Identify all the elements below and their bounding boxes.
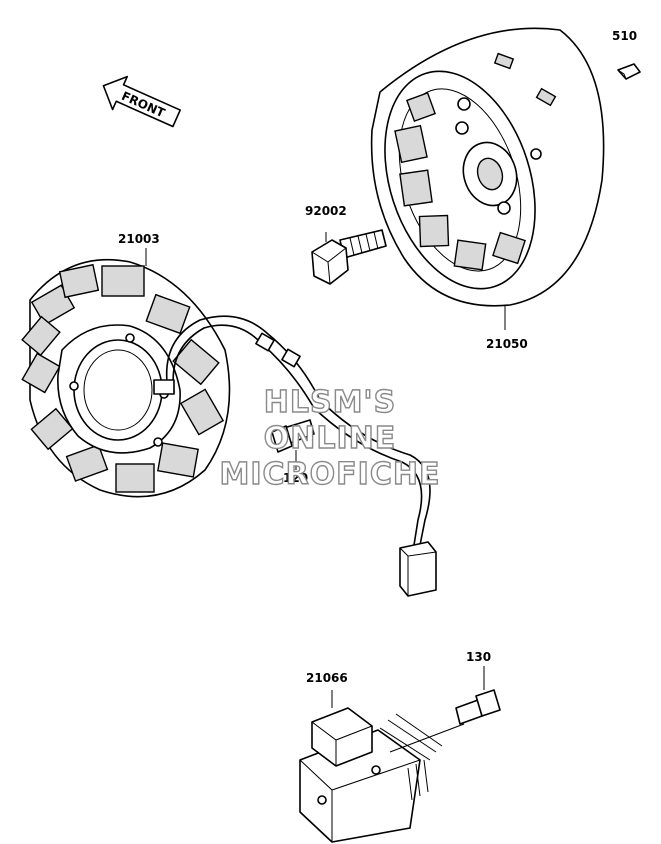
part-label-130: 130	[466, 650, 491, 664]
watermark-line-1: HLSM'S	[264, 385, 396, 420]
flywheel-bolt	[311, 229, 387, 285]
watermark-line-3: MICROFICHE	[220, 457, 441, 492]
regulator-rectifier	[299, 690, 465, 843]
part-label-21066: 21066	[306, 671, 348, 685]
flywheel-rotor	[370, 27, 605, 330]
watermark-line-2: ONLINE	[264, 421, 397, 456]
front-arrow: FRONT	[102, 75, 182, 128]
part-label-120: 120	[283, 471, 308, 485]
part-label-21050: 21050	[486, 337, 528, 351]
regulator-bolt	[455, 666, 501, 725]
stator-coil	[21, 248, 231, 498]
stator-windings	[21, 263, 225, 493]
wire-harness	[153, 315, 437, 597]
part-label-92002: 92002	[305, 204, 347, 218]
rotor-magnets	[394, 92, 526, 271]
watermark: HLSM'S ONLINE MICROFICHE	[219, 384, 441, 492]
part-label-21003: 21003	[118, 232, 160, 246]
stator-bolt	[271, 419, 315, 470]
woodruff-key	[617, 63, 641, 80]
part-label-510: 510	[612, 29, 637, 43]
